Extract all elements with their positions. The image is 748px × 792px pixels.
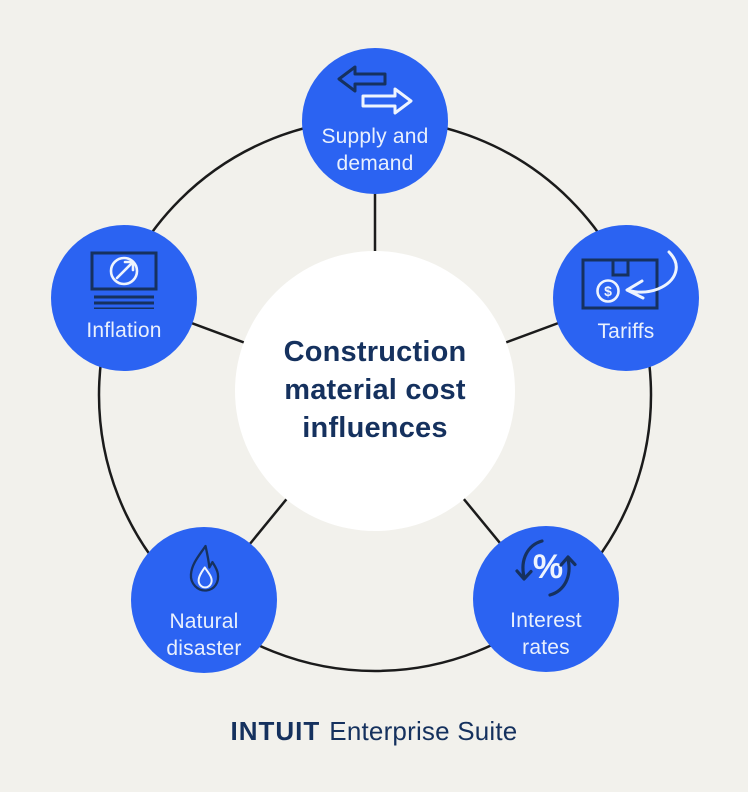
svg-text:%: % <box>533 548 563 586</box>
percent-cycle-icon: % <box>515 539 577 597</box>
center-title: Construction material cost influences <box>235 251 515 531</box>
center-title-line: influences <box>302 411 448 444</box>
node-inflation: Inflation <box>51 225 197 371</box>
node-label: Interest rates <box>510 609 582 659</box>
tariff-box-icon: $ <box>581 250 678 310</box>
node-label: Inflation <box>86 319 162 343</box>
node-natural-disaster: Natural disaster <box>131 527 277 673</box>
inflation-chart-icon <box>90 251 158 310</box>
center-circle <box>235 251 515 531</box>
node-label: Supply and demand <box>321 125 429 175</box>
brand-footer: INTUIT Enterprise Suite <box>0 716 748 747</box>
opposing-arrows-icon <box>337 65 413 115</box>
node-supply-and-demand: Supply and demand <box>302 48 448 194</box>
center-title-line: Construction <box>283 336 467 369</box>
center-title-line: material cost <box>284 374 466 407</box>
node-tariffs: $ Tariffs <box>553 225 699 371</box>
intuit-logo: INTUIT <box>230 716 321 746</box>
node-label: Tariffs <box>597 320 655 344</box>
node-interest-rates: % Interest rates <box>473 526 619 672</box>
svg-text:$: $ <box>604 283 612 299</box>
node-label: Natural disaster <box>166 610 242 660</box>
product-name: Enterprise Suite <box>329 716 518 746</box>
flame-icon <box>189 544 220 592</box>
